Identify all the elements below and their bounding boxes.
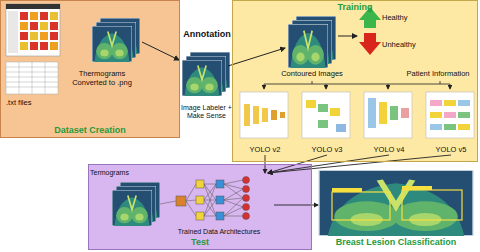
- flow-arrow: [338, 36, 357, 37]
- thermogram-stack: [92, 18, 140, 62]
- panel-title: Dataset Creation: [1, 125, 179, 136]
- yolo-architecture-thumbnails: [240, 92, 474, 138]
- training-panel-fill: [232, 0, 478, 162]
- classified-thermogram: [318, 170, 474, 236]
- panel-title: Training: [233, 2, 477, 13]
- software-screenshot: [6, 4, 60, 56]
- text-label: Termograms: [90, 169, 150, 177]
- model-box: YOLO v2: [239, 91, 291, 155]
- text-label: Image Labeler + Make Sense: [181, 104, 232, 120]
- training-panel: TrainingYOLO v2 YOLO v3 YOLO v4 YOLO v5: [232, 0, 478, 162]
- model-name: YOLO v2: [239, 145, 291, 154]
- text-label: Patient Information: [400, 70, 476, 79]
- model-name: YOLO v3: [301, 145, 353, 154]
- panel-title: Test: [89, 237, 311, 248]
- txt-table: [6, 62, 58, 94]
- flow-arrow: [142, 42, 179, 60]
- network-label: Trained Data Architectures: [164, 228, 274, 236]
- text-label: Thermograms Converted to .png: [62, 70, 142, 87]
- text-label: .txt files: [6, 99, 66, 108]
- model-box: YOLO v4: [363, 91, 415, 155]
- neural-network: [160, 177, 250, 221]
- text-label: Unhealthy: [382, 41, 442, 50]
- test-panel: TestTrained Data Architectures: [88, 164, 312, 250]
- branch-lines: [264, 81, 450, 89]
- text-label: Contoured Images: [278, 70, 346, 79]
- model-name: YOLO v5: [425, 145, 477, 154]
- network-node: Trained Data Architectures: [164, 173, 274, 237]
- annotation-stack: [182, 52, 230, 96]
- test-panel-fill: [88, 164, 312, 250]
- text-label: Healthy: [382, 14, 432, 23]
- contoured-stack: [288, 16, 336, 68]
- unhealthy-arrow: [359, 33, 381, 55]
- test-thermogram-stack: [112, 182, 160, 226]
- step-title: Annotation: [180, 29, 234, 39]
- dataset-panel: Dataset Creation: [0, 0, 180, 138]
- flow-arrow: [228, 48, 285, 66]
- result-title: Breast Lesion Classification: [318, 237, 474, 248]
- dataset-panel-fill: [0, 0, 180, 138]
- model-box: YOLO v5: [425, 91, 477, 155]
- model-name: YOLO v4: [363, 145, 415, 154]
- result-image: Breast Lesion Classification: [318, 170, 474, 249]
- model-box: YOLO v3: [301, 91, 353, 155]
